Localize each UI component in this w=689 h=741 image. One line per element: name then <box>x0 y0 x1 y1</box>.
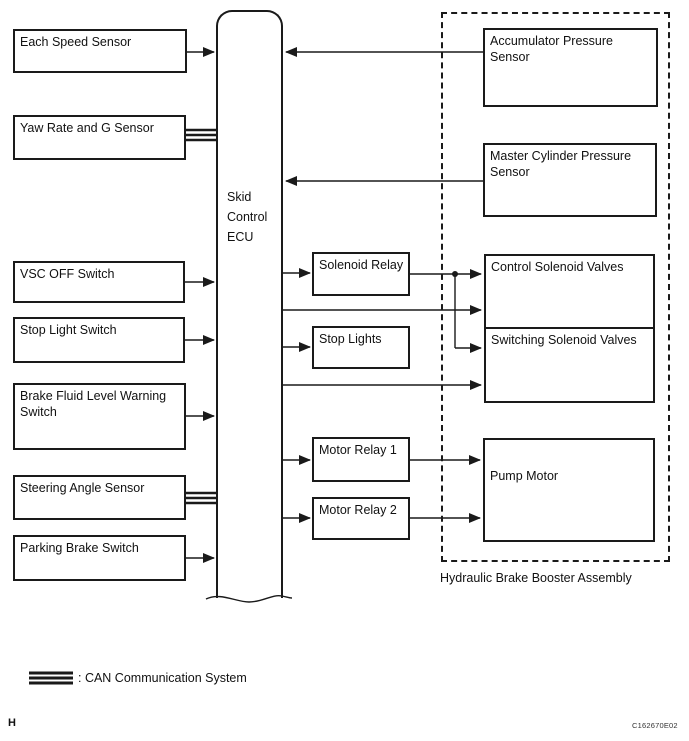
skid-control-ecu-label: Skid Control ECU <box>227 190 268 244</box>
node-motor-relay-1: Motor Relay 1 <box>312 437 410 482</box>
node-solenoid-relay: Solenoid Relay <box>312 252 410 296</box>
node-steering-angle-sensor: Steering Angle Sensor <box>13 475 186 520</box>
node-switching-solenoid-valves: Switching Solenoid Valves <box>484 327 655 403</box>
node-control-solenoid-valves: Control Solenoid Valves <box>484 254 655 329</box>
node-skid-control-ecu: Skid Control ECU <box>216 10 283 598</box>
node-yaw-rate-g-sensor: Yaw Rate and G Sensor <box>13 115 186 160</box>
can-triple-line-icon <box>29 671 73 685</box>
node-motor-relay-2: Motor Relay 2 <box>312 497 410 540</box>
node-accumulator-pressure-sensor: Accumulator Pressure Sensor <box>483 28 658 107</box>
node-vsc-off-switch: VSC OFF Switch <box>13 261 185 303</box>
assembly-group-label: Hydraulic Brake Booster Assembly <box>440 571 632 585</box>
node-each-speed-sensor: Each Speed Sensor <box>13 29 187 73</box>
hydraulic-brake-booster-assembly-group <box>441 12 670 562</box>
node-brake-fluid-level-warning-switch: Brake Fluid Level Warning Switch <box>13 383 186 450</box>
node-parking-brake-switch: Parking Brake Switch <box>13 535 186 581</box>
page-mark: H <box>8 717 16 729</box>
node-stop-lights: Stop Lights <box>312 326 410 369</box>
legend-can-label: : CAN Communication System <box>78 671 247 685</box>
node-pump-motor: Pump Motor <box>483 438 655 542</box>
node-stop-light-switch: Stop Light Switch <box>13 317 185 363</box>
can-line-steering-angle-icon <box>184 491 217 505</box>
node-master-cylinder-pressure-sensor: Master Cylinder Pressure Sensor <box>483 143 657 217</box>
figure-code: C162670E02 <box>632 721 678 730</box>
can-line-yaw-rate-icon <box>184 128 217 142</box>
